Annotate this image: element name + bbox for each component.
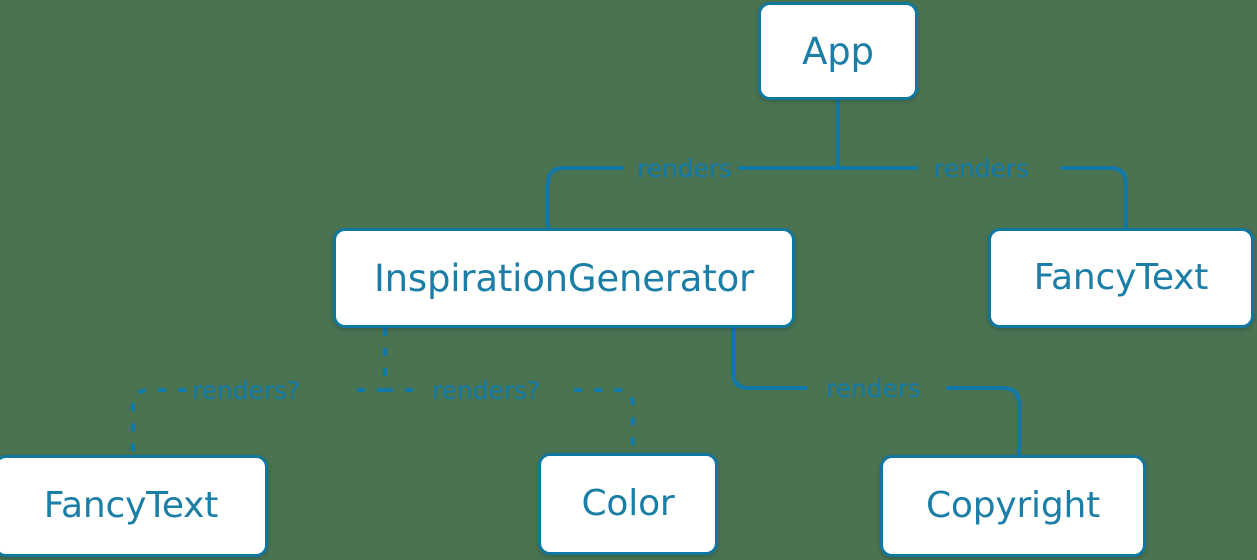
node-color-label: Color bbox=[581, 483, 675, 524]
node-app[interactable]: App bbox=[758, 2, 918, 100]
node-fancytext-right-label: FancyText bbox=[1033, 257, 1209, 298]
edge-app-to-fancytext-right bbox=[1060, 166, 1128, 230]
node-copyright-label: Copyright bbox=[925, 485, 1101, 526]
edge-label-app-to-fancytext-right: renders bbox=[934, 154, 1029, 183]
edge-label-app-to-inspiration-generator: renders bbox=[637, 154, 732, 183]
node-fancytext-right[interactable]: FancyText bbox=[988, 228, 1254, 328]
edge-inspiration-to-copyright-b bbox=[946, 386, 1021, 457]
node-app-label: App bbox=[802, 29, 874, 73]
edge-label-inspiration-to-copyright: renders bbox=[826, 374, 921, 403]
edge-inspiration-to-color-b bbox=[574, 388, 635, 453]
edge-inspiration-to-copyright-a bbox=[731, 326, 808, 390]
node-fancytext-bottom[interactable]: FancyText bbox=[0, 455, 268, 557]
node-inspiration-generator-label: InspirationGenerator bbox=[373, 256, 755, 300]
node-copyright[interactable]: Copyright bbox=[880, 455, 1146, 557]
node-inspiration-generator[interactable]: InspirationGenerator bbox=[333, 228, 795, 328]
edge-label-inspiration-to-color: renders? bbox=[432, 376, 540, 405]
edge-inspiration-to-fancytext-b bbox=[131, 388, 186, 455]
edge-app-to-inspiration-generator-right bbox=[546, 166, 624, 230]
node-fancytext-bottom-label: FancyText bbox=[43, 485, 219, 526]
edge-label-inspiration-to-fancytext: renders? bbox=[192, 376, 300, 405]
node-color[interactable]: Color bbox=[538, 453, 718, 555]
